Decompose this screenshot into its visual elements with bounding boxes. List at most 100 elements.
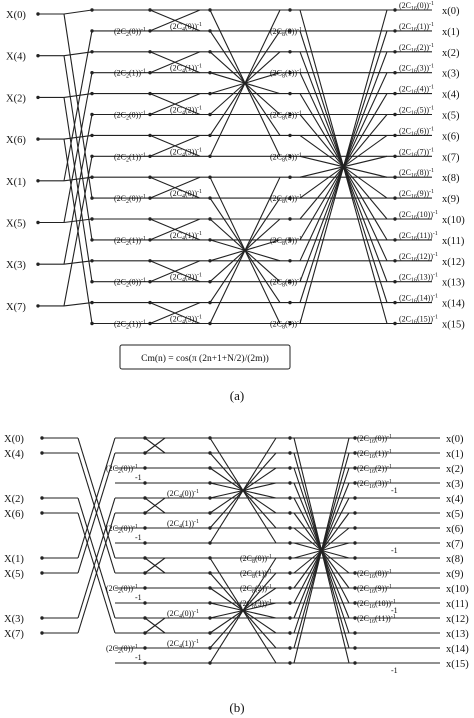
coefficient-label-b: (2C16(8))-1 [357, 569, 392, 580]
node-dot [393, 196, 397, 200]
input-label-b: X(2) [4, 494, 24, 505]
node-dot [143, 661, 147, 665]
input-label-a: X(4) [6, 52, 26, 63]
node-dot [353, 466, 357, 470]
branch-a [63, 13, 93, 199]
output-label-a: x(13) [442, 278, 465, 289]
node-dot [143, 586, 147, 590]
node-dot [353, 601, 357, 605]
node-dot [143, 481, 147, 485]
coefficient-label-a: (2C4(0))-1 [170, 189, 202, 200]
node-dot [288, 616, 292, 620]
node-dot [393, 300, 397, 305]
node-dot [288, 217, 292, 221]
branch-a [63, 260, 93, 265]
node-dot [36, 220, 40, 225]
node-dot [393, 91, 397, 96]
coefficient-label-b: (2C4(1))-1 [167, 639, 199, 650]
minus-one-label-b: -1 [391, 486, 398, 495]
coefficient-label-a: (2C8(2))-1 [270, 111, 302, 122]
output-label-a: x(2) [442, 48, 460, 59]
node-dot [90, 280, 94, 284]
output-label-b: x(1) [446, 449, 464, 460]
coefficient-label-b: (2C8(0))-1 [240, 554, 272, 565]
branch-a [63, 176, 93, 182]
node-dot [393, 50, 397, 54]
coefficient-label-a: (2C16(4))-1 [399, 85, 434, 96]
node-dot [36, 262, 40, 266]
coefficient-label-a: (2C2(0))-1 [114, 278, 146, 289]
coefficient-label-a: (2C8(7))-1 [270, 320, 302, 331]
node-dot [288, 526, 292, 530]
node-dot [288, 280, 292, 284]
node-dot [40, 571, 44, 575]
output-label-a: x(11) [442, 236, 465, 247]
node-dot [288, 646, 292, 650]
coefficient-label-b: (2C16(0))-1 [357, 434, 392, 445]
node-dot [288, 321, 292, 326]
coefficient-label-a: (2C8(5))-1 [270, 236, 302, 247]
node-dot [353, 511, 357, 515]
node-dot [288, 112, 292, 117]
coefficient-label-b: (2C16(3))-1 [357, 479, 392, 490]
output-label-a: x(6) [442, 131, 460, 142]
node-dot [288, 511, 292, 515]
node-dot [353, 661, 357, 665]
node-dot [393, 8, 397, 12]
node-dot [353, 451, 357, 455]
branch-a [63, 55, 93, 240]
input-label-b: X(4) [4, 449, 24, 460]
node-dot [288, 586, 292, 590]
node-dot [90, 196, 94, 200]
branch-a [63, 97, 93, 282]
coefficient-label-b: (2C2(0))-1 [106, 584, 138, 595]
butterfly-b [293, 542, 350, 559]
branch-a [63, 51, 93, 57]
node-dot [143, 646, 147, 650]
node-dot [353, 541, 357, 545]
coefficient-label-a: (2C8(4))-1 [270, 194, 302, 205]
butterfly-a [209, 72, 281, 95]
node-dot [393, 112, 397, 117]
output-label-b: x(12) [446, 614, 469, 625]
coefficient-label-a: (2C8(0))-1 [270, 27, 302, 38]
input-label-a: X(3) [6, 260, 26, 271]
node-dot [353, 436, 357, 440]
node-dot [40, 556, 44, 560]
node-dot [40, 511, 44, 515]
coefficient-label-b: (2C4(0))-1 [167, 609, 199, 620]
output-label-b: x(3) [446, 479, 464, 490]
branch-b [77, 437, 116, 559]
coefficient-label-b: (2C8(2))-1 [240, 584, 272, 595]
output-label-b: x(8) [446, 554, 464, 565]
minus-one-label-b: -1 [135, 473, 142, 482]
input-label-b: X(5) [4, 569, 24, 580]
node-dot [353, 526, 357, 530]
coefficient-label-b: (2C16(10))-1 [357, 599, 396, 610]
node-dot [36, 179, 40, 183]
input-label-a: X(6) [6, 135, 26, 146]
coefficient-label-a: (2C16(6))-1 [399, 126, 434, 137]
minus-one-label-b: -1 [135, 653, 142, 662]
node-dot [288, 496, 292, 500]
node-dot [288, 300, 292, 305]
node-dot [90, 217, 94, 221]
output-label-a: x(7) [442, 152, 460, 163]
branch-a [63, 139, 93, 324]
node-dot [393, 321, 397, 326]
butterfly-a [149, 93, 201, 116]
formula-box: Cm(n) = cos(π (2n+1+N/2)/(2m)) [119, 344, 291, 370]
node-dot [288, 631, 292, 635]
coefficient-label-a: (2C4(2))-1 [170, 106, 202, 117]
node-dot [288, 556, 292, 560]
node-dot [353, 481, 357, 485]
output-label-a: x(0) [442, 6, 460, 17]
node-dot [90, 238, 94, 242]
node-dot [393, 238, 397, 242]
coefficient-label-a: (2C16(7))-1 [399, 147, 434, 158]
output-label-a: x(10) [442, 215, 465, 226]
input-label-b: X(6) [4, 509, 24, 520]
node-dot [90, 300, 94, 305]
coefficient-label-a: (2C16(13))-1 [399, 273, 438, 284]
butterfly-a [149, 176, 201, 199]
